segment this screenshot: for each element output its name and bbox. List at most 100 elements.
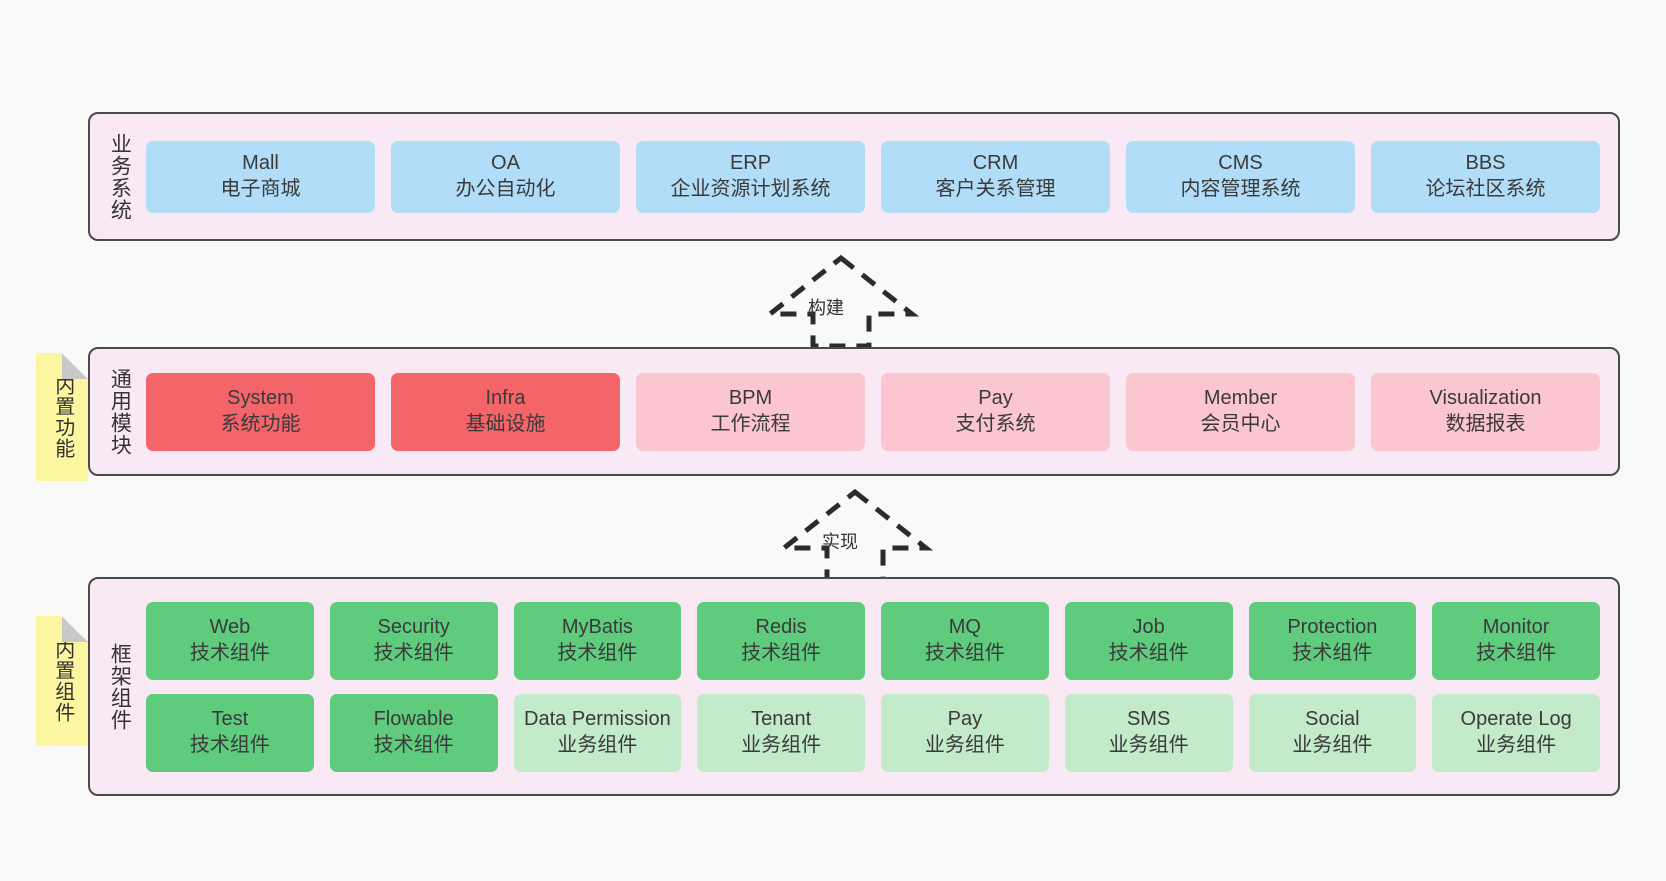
card-row: Web 技术组件 Security 技术组件 MyBatis 技术组件 Redi… [146,601,1600,680]
card-title-en: Operate Log [1460,707,1572,730]
card-title-en: Flowable [373,707,454,730]
card-redis[interactable]: Redis 技术组件 [697,601,865,680]
card-job[interactable]: Job 技术组件 [1064,601,1233,680]
card-title-cn: 客户关系管理 [935,177,1056,200]
card-title-en: BBS [1465,151,1506,174]
card-title-cn: 业务组件 [741,733,822,756]
card-security[interactable]: Security 技术组件 [329,601,498,680]
card-erp[interactable]: ERP 企业资源计划系统 [636,140,865,213]
card-title-cn: 论坛社区系统 [1425,177,1546,200]
note-builtin-features-label: 内置功能 [51,375,74,459]
card-title-cn: 技术组件 [557,641,638,664]
layer-title-common: 通用模块 [108,367,132,456]
card-title-cn: 技术组件 [373,641,454,664]
card-sms[interactable]: SMS 业务组件 [1064,693,1233,772]
card-pay[interactable]: Pay 支付系统 [881,372,1110,451]
card-protection[interactable]: Protection 技术组件 [1248,601,1417,680]
card-crm[interactable]: CRM 客户关系管理 [881,140,1110,213]
card-title-en: Member [1203,386,1278,409]
card-title-en: Infra [485,386,526,409]
card-title-cn: 技术组件 [741,641,822,664]
card-title-cn: 业务组件 [1476,733,1557,756]
card-cms[interactable]: CMS 内容管理系统 [1126,140,1355,213]
card-title-cn: 业务组件 [1292,733,1373,756]
card-title-en: Test [211,707,249,730]
card-operate-log[interactable]: Operate Log 业务组件 [1432,693,1600,772]
card-title-en: SMS [1126,707,1171,730]
arrow-implement: 实现 [770,486,940,583]
layer-body-framework: Web 技术组件 Security 技术组件 MyBatis 技术组件 Redi… [136,579,1618,794]
card-title-cn: 内容管理系统 [1180,177,1301,200]
card-social[interactable]: Social 业务组件 [1248,693,1417,772]
card-title-cn: 技术组件 [373,733,454,756]
arrow-build-icon [762,254,920,349]
card-title-en: System [227,386,294,409]
card-title-cn: 技术组件 [1476,641,1557,664]
card-title-en: Protection [1287,615,1378,638]
card-title-cn: 基础设施 [465,412,546,435]
arrow-build-label: 构建 [808,298,844,318]
card-title-cn: 业务组件 [1108,733,1189,756]
card-bpm[interactable]: BPM 工作流程 [636,372,865,451]
card-title-en: MQ [948,615,981,638]
card-test[interactable]: Test 技术组件 [146,693,314,772]
card-row: System 系统功能 Infra 基础设施 BPM 工作流程 Pay 支付系统… [146,372,1600,451]
card-web[interactable]: Web 技术组件 [146,601,314,680]
card-title-cn: 技术组件 [189,641,270,664]
card-mybatis[interactable]: MyBatis 技术组件 [513,601,682,680]
card-visualization[interactable]: Visualization 数据报表 [1371,372,1600,451]
card-title-en: CRM [972,151,1019,174]
card-title-en: Visualization [1429,386,1542,409]
card-title-en: Social [1305,707,1360,730]
card-tenant[interactable]: Tenant 业务组件 [697,693,865,772]
note-builtin-features: 内置功能 [36,353,88,481]
card-system[interactable]: System 系统功能 [146,372,375,451]
card-title-cn: 技术组件 [1292,641,1373,664]
card-title-cn: 会员中心 [1200,412,1281,435]
card-title-en: MyBatis [561,615,633,638]
card-title-en: BPM [728,386,773,409]
note-builtin-components-label: 内置组件 [51,639,74,723]
card-title-cn: 办公自动化 [455,177,556,200]
card-row: Mall 电子商城 OA 办公自动化 ERP 企业资源计划系统 CRM 客户关系… [146,140,1600,213]
card-title-en: OA [491,151,520,174]
card-title-cn: 技术组件 [1108,641,1189,664]
card-title-en: Pay [947,707,983,730]
card-oa[interactable]: OA 办公自动化 [391,140,620,213]
card-title-cn: 业务组件 [557,733,638,756]
card-title-cn: 支付系统 [955,412,1036,435]
layer-title-business: 业务系统 [108,132,132,221]
card-title-cn: 业务组件 [924,733,1005,756]
card-bbs[interactable]: BBS 论坛社区系统 [1371,140,1600,213]
card-title-cn: 技术组件 [924,641,1005,664]
card-title-en: Pay [978,386,1013,409]
layer-business-systems: 业务系统 Mall 电子商城 OA 办公自动化 ERP 企业资源计划系统 CRM… [88,112,1620,241]
card-title-cn: 工作流程 [710,412,791,435]
layer-body-common: System 系统功能 Infra 基础设施 BPM 工作流程 Pay 支付系统… [136,349,1618,474]
card-title-cn: 系统功能 [220,412,301,435]
card-title-en: Job [1132,615,1165,638]
layer-common-modules: 通用模块 System 系统功能 Infra 基础设施 BPM 工作流程 Pay… [88,347,1620,476]
card-mall[interactable]: Mall 电子商城 [146,140,375,213]
card-title-cn: 数据报表 [1445,412,1526,435]
card-title-en: ERP [729,151,772,174]
card-member[interactable]: Member 会员中心 [1126,372,1355,451]
card-title-en: Data Permission [524,707,671,730]
card-title-en: Web [209,615,251,638]
card-monitor[interactable]: Monitor 技术组件 [1432,601,1600,680]
card-row: Test 技术组件 Flowable 技术组件 Data Permission … [146,693,1600,772]
arrow-implement-label: 实现 [822,532,858,552]
card-infra[interactable]: Infra 基础设施 [391,372,620,451]
card-data-permission[interactable]: Data Permission 业务组件 [513,693,682,772]
card-flowable[interactable]: Flowable 技术组件 [329,693,498,772]
card-title-en: Tenant [751,707,812,730]
card-mq[interactable]: MQ 技术组件 [881,601,1049,680]
card-title-en: Redis [755,615,807,638]
card-title-en: Mall [242,151,279,174]
card-pay-biz[interactable]: Pay 业务组件 [881,693,1049,772]
card-title-en: Security [377,615,450,638]
arrow-build: 构建 [756,252,926,349]
card-title-en: Monitor [1482,615,1550,638]
layer-body-business: Mall 电子商城 OA 办公自动化 ERP 企业资源计划系统 CRM 客户关系… [136,114,1618,239]
card-title-cn: 技术组件 [189,733,270,756]
